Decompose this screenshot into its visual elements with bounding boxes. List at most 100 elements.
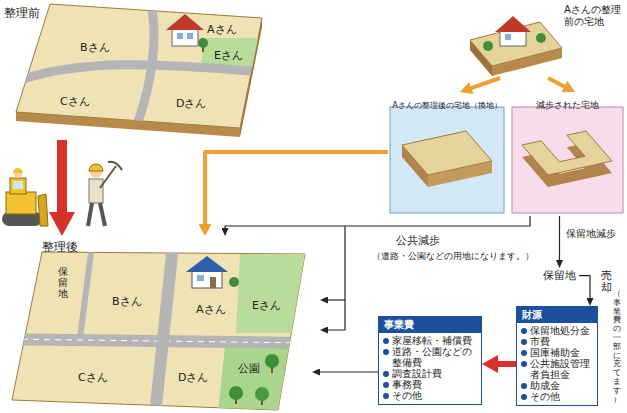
road xyxy=(135,0,154,130)
list-body: 保留地処分金市費国庫補助金公共施設管理者負担金助成金その他 xyxy=(517,323,597,405)
plot-name: Cさん xyxy=(78,372,108,385)
map-heading: 整理前 xyxy=(4,7,40,21)
box-ground xyxy=(390,107,504,213)
worker xyxy=(88,162,122,226)
road xyxy=(155,245,173,413)
box-ground xyxy=(512,107,623,213)
list-item: 調査設計費 xyxy=(392,368,478,379)
map-heading: 整理後 xyxy=(42,241,78,255)
bullet xyxy=(383,338,389,344)
reduced-lot-picture xyxy=(512,107,623,213)
text-slot: 整理前 xyxy=(4,2,40,21)
label-slot: Bさん xyxy=(112,290,142,309)
bullet xyxy=(383,371,389,377)
connector xyxy=(319,371,378,372)
house-roof xyxy=(186,256,228,272)
edge-label: 売却 xyxy=(601,270,612,294)
worker-leg xyxy=(100,203,105,226)
bullet xyxy=(521,328,527,334)
plots xyxy=(0,245,310,413)
road xyxy=(80,245,92,338)
leader-line xyxy=(327,299,345,300)
slab-top xyxy=(522,131,612,175)
list-item: 公共施設管理者負担金 xyxy=(530,358,594,380)
list-header: 財源 xyxy=(517,307,597,323)
text-slot: 減歩された宅地 xyxy=(510,93,625,112)
list-item: その他 xyxy=(530,391,594,402)
road xyxy=(0,339,310,343)
text-slot: Aさんの整理後の宅地（換地） xyxy=(388,93,506,112)
list-item: 市費 xyxy=(530,336,594,347)
bullet xyxy=(521,361,527,367)
text-slot: 整理後 xyxy=(42,236,78,255)
original-lot-picture xyxy=(470,16,562,76)
list-row: その他 xyxy=(521,391,594,402)
node-label: 保留地 xyxy=(543,269,576,282)
worker-leg xyxy=(88,203,92,226)
reduced-lot-box: 減歩された宅地 xyxy=(510,92,625,216)
plot-name: Cさん xyxy=(60,96,90,109)
house-door xyxy=(210,277,216,288)
box-heading: Aさんの整理後の宅地（換地） xyxy=(392,101,502,110)
list-row: 国庫補助金 xyxy=(521,347,594,358)
tree xyxy=(229,386,243,400)
plots xyxy=(20,0,262,130)
edge-label-slot: 保留地減歩 xyxy=(566,222,616,241)
funding-box: 財源保留地処分金市費国庫補助金公共施設管理者負担金助成金その他 xyxy=(516,306,598,406)
label-slot: Cさん xyxy=(60,90,90,109)
house-window xyxy=(177,33,183,39)
driver-helmet xyxy=(13,168,23,173)
connector xyxy=(225,216,530,229)
connector xyxy=(548,78,565,87)
list-row: 事務費 xyxy=(383,379,478,390)
lot-caption: Aさんの整理前の宅地 xyxy=(564,4,624,27)
label-slot: Eさん xyxy=(252,294,281,313)
list-row: 家屋移転・補償費 xyxy=(383,335,478,346)
green-plot xyxy=(236,254,305,333)
plot-name: 保留地 xyxy=(58,266,68,299)
connector xyxy=(559,216,560,261)
plot-name: Dさん xyxy=(178,372,208,385)
bullet xyxy=(383,393,389,399)
plot-name: Bさん xyxy=(112,296,142,309)
branch-arrows xyxy=(327,226,345,330)
house-window xyxy=(187,33,193,39)
plot-name: Dさん xyxy=(176,98,206,111)
label-slot: Bさん xyxy=(80,36,110,55)
connector xyxy=(205,152,388,225)
label-slot: Dさん xyxy=(176,92,206,111)
bullet xyxy=(383,382,389,388)
leader-line xyxy=(327,226,345,330)
label-slot: Dさん xyxy=(178,366,208,385)
replotted-lot-picture xyxy=(390,107,504,213)
edge-label-slot: 売却 xyxy=(601,270,612,294)
plot-name: Aさん xyxy=(196,304,226,317)
before-map-picture xyxy=(16,0,262,137)
box-heading: 減歩された宅地 xyxy=(536,100,599,110)
connector xyxy=(57,140,67,213)
bullet xyxy=(521,383,527,389)
worker-body xyxy=(89,179,103,203)
label-slot: （事業費の一部に充てます） xyxy=(613,290,621,404)
list-item: 道路・公園などの整備費 xyxy=(392,346,478,368)
list-item: 保留地処分金 xyxy=(530,325,594,336)
list-item: その他 xyxy=(392,390,478,401)
label-slot: Aさん xyxy=(207,18,237,37)
list-item: 家屋移転・補償費 xyxy=(392,335,478,346)
house-wall xyxy=(192,270,222,288)
slab-top xyxy=(402,131,492,175)
tree xyxy=(255,387,269,401)
list-row: 助成金 xyxy=(521,380,594,391)
connector xyxy=(579,276,590,299)
list-item: 国庫補助金 xyxy=(530,347,594,358)
cab-window xyxy=(13,181,23,189)
edge-label: 保留地減歩 xyxy=(566,228,616,240)
road-line xyxy=(0,339,310,343)
edge-label-slot: 公共減歩 xyxy=(396,229,440,248)
list-row: 保留地処分金 xyxy=(521,325,594,336)
bulldozer-body xyxy=(6,192,36,214)
bulldozer xyxy=(2,168,48,226)
house-window xyxy=(505,34,511,40)
note: （事業費の一部に充てます） xyxy=(613,290,621,404)
